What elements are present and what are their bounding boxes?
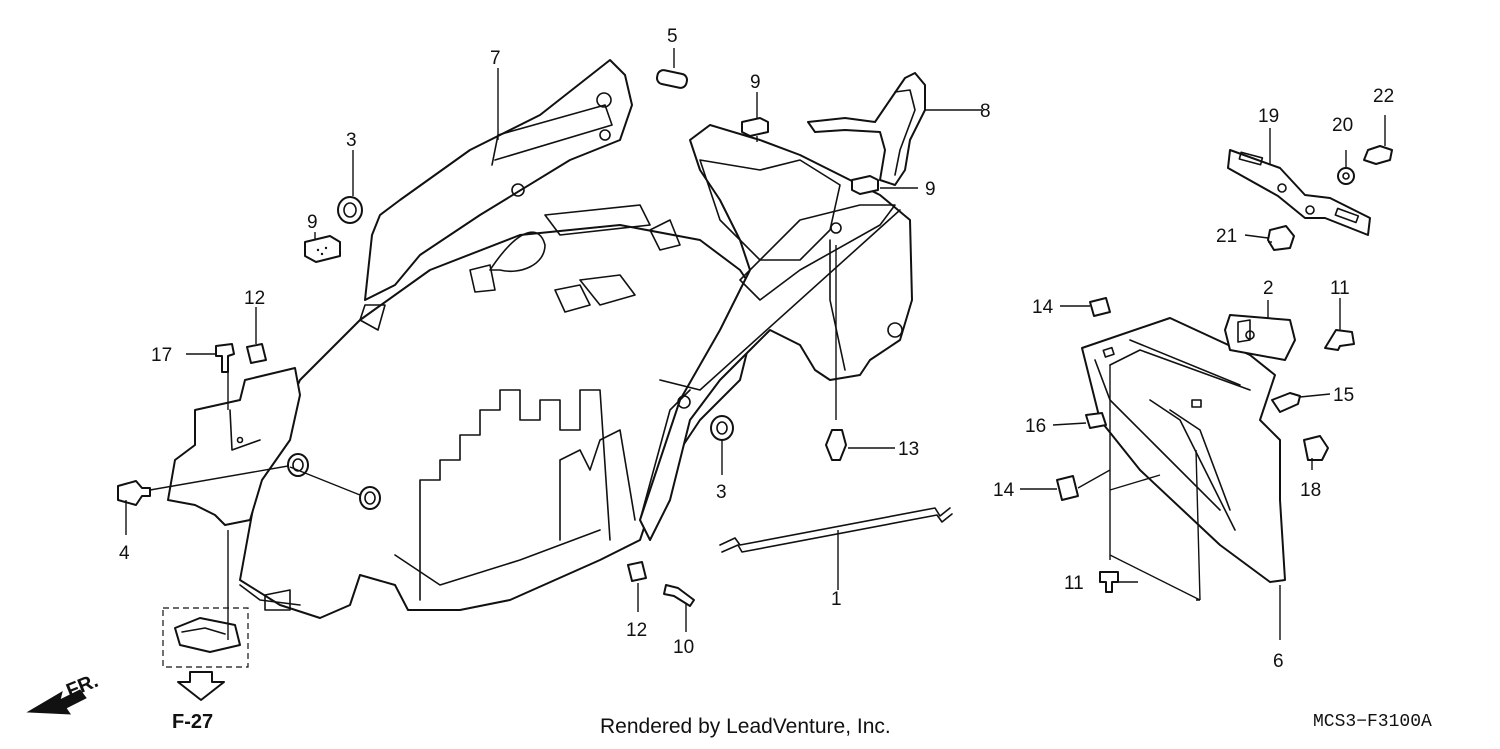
front-arrow-label: FR. (63, 670, 101, 702)
callout-14: 14 (1032, 297, 1054, 318)
callout-2: 2 (1263, 278, 1274, 299)
callout-11: 11 (1064, 573, 1084, 594)
collar-part-15[interactable] (1271, 392, 1301, 413)
nut-part-18[interactable] (1303, 435, 1329, 461)
cushion-part-9b[interactable] (741, 117, 769, 137)
callout-10: 10 (673, 637, 694, 658)
bolt-part-22[interactable] (1363, 145, 1393, 165)
callout-labels: 7 5 9 8 3 9 9 12 17 4 3 13 12 10 1 19 20… (119, 26, 1394, 672)
credit-text: Rendered by LeadVenture, Inc. (600, 715, 891, 738)
callout-9: 9 (925, 179, 936, 200)
callout-13: 13 (898, 439, 919, 460)
inset-reference-box (162, 607, 249, 668)
grommet-fender-b (359, 486, 381, 510)
diagram-code: MCS3−F3100A (1313, 712, 1432, 732)
callout-12: 12 (244, 288, 265, 309)
grommet-part-3b[interactable] (710, 415, 734, 441)
callout-3: 3 (346, 130, 357, 151)
screw-part-11b[interactable] (1099, 571, 1119, 593)
rubber-part-5[interactable] (655, 69, 689, 89)
callout-17: 17 (151, 345, 172, 366)
grommet-fender-a (287, 453, 309, 477)
grommet-part-3a[interactable] (337, 196, 363, 224)
splash-guard[interactable] (167, 367, 301, 526)
fender-rear-section[interactable] (639, 124, 913, 541)
washer-part-20[interactable] (1337, 167, 1355, 185)
nut-part-21[interactable] (1267, 225, 1295, 251)
front-arrow: FR. (26, 670, 101, 715)
callout-11: 11 (1330, 278, 1350, 299)
clip-part-14a[interactable] (1089, 297, 1111, 317)
rear-fender-part-7[interactable] (364, 59, 633, 301)
cushion-part-9a[interactable] (304, 235, 341, 263)
clip-nut-part-12a[interactable] (246, 343, 267, 364)
band-part-8[interactable] (807, 72, 926, 186)
callout-8: 8 (980, 101, 991, 122)
callout-21: 21 (1216, 226, 1237, 247)
figure-ref-label: F-27 (172, 711, 213, 733)
undertray-part-6[interactable] (1081, 317, 1286, 583)
callout-7: 7 (490, 48, 501, 69)
callout-9: 9 (750, 72, 761, 93)
screw-part-11a[interactable] (1324, 329, 1355, 351)
clip-nut-part-12b[interactable] (627, 561, 647, 582)
callout-1: 1 (831, 589, 842, 610)
rubber-part-2[interactable] (1224, 314, 1296, 361)
callout-6: 6 (1273, 651, 1284, 672)
bolt-part-10[interactable] (663, 584, 695, 607)
callout-15: 15 (1333, 385, 1354, 406)
callout-16: 16 (1025, 416, 1046, 437)
grommet-part-16[interactable] (1085, 412, 1107, 429)
callout-3: 3 (716, 482, 727, 503)
callout-5: 5 (667, 26, 678, 47)
cushion-part-9c[interactable] (851, 175, 879, 195)
fender-body[interactable] (239, 204, 761, 619)
clip-part-14b[interactable] (1056, 475, 1079, 501)
callout-4: 4 (119, 543, 130, 564)
stay-rod-part-1[interactable] (719, 507, 953, 553)
callout-18: 18 (1300, 480, 1321, 501)
callout-20: 20 (1332, 115, 1353, 136)
callout-12: 12 (626, 620, 647, 641)
callout-22: 22 (1373, 86, 1394, 107)
callout-19: 19 (1258, 106, 1279, 127)
leader-lines (125, 48, 1386, 640)
plug-part-4[interactable] (117, 480, 151, 506)
callout-14: 14 (993, 480, 1015, 501)
pin-part-13[interactable] (825, 429, 847, 461)
callout-9: 9 (307, 212, 318, 233)
license-bracket-part-19[interactable] (1227, 149, 1371, 236)
bolt-part-17[interactable] (215, 343, 235, 373)
reference-arrow[interactable]: F-27 (172, 671, 225, 733)
